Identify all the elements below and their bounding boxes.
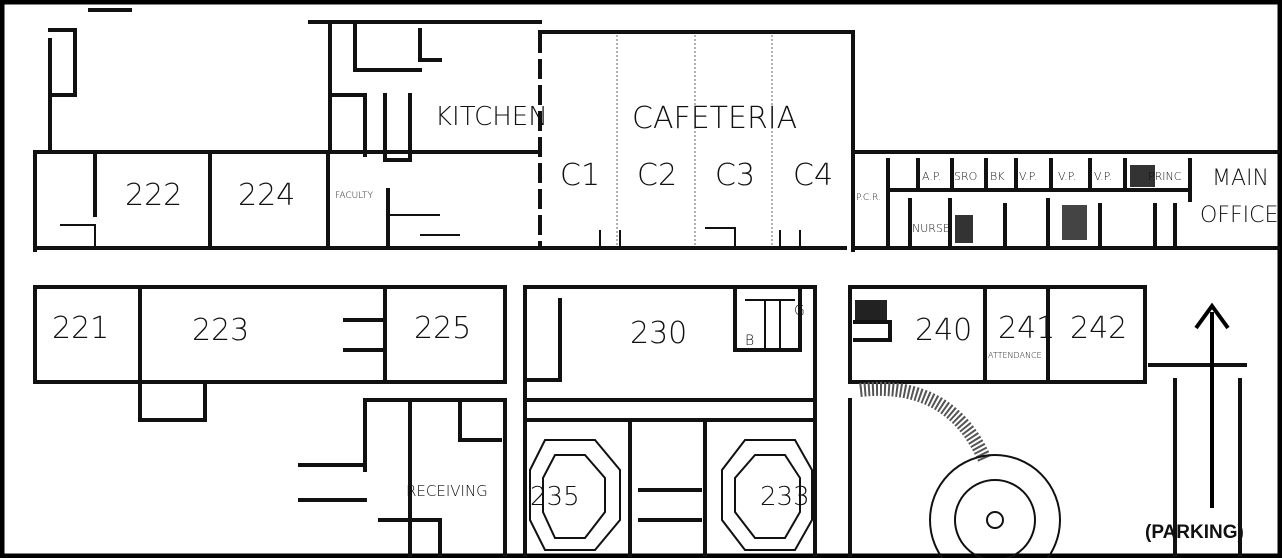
room-sro: SRO [954,170,977,183]
room-receiving: RECEIVING [406,482,488,500]
room-c4: C4 [793,158,833,193]
room-221: 221 [52,311,109,346]
room-230: 230 [630,316,687,351]
room-faculty: FACULTY [335,191,373,201]
room-222: 222 [125,178,182,213]
room-kitchen: KITCHEN [435,102,548,132]
room-main-office-line2: OFFICE [1200,203,1278,228]
room-235: 235 [530,482,580,512]
room-vp-2: V.P. [1058,170,1076,183]
room-c2: C2 [637,158,677,193]
arrow-up-icon [1194,302,1230,508]
room-c3: C3 [715,158,755,193]
room-242: 242 [1070,311,1127,346]
room-pcr: P.C.R. [856,193,881,203]
room-bk: BK [990,170,1005,183]
stair-b: B [745,333,754,349]
room-224: 224 [238,178,295,213]
room-vp-3: V.P. [1094,170,1112,183]
room-241: 241 [998,311,1055,346]
room-princ: PRINC [1148,170,1182,183]
room-cafeteria: CAFETERIA [632,101,797,136]
room-240: 240 [915,313,972,348]
room-c1: C1 [560,158,600,193]
room-nurse: NURSE [912,222,950,235]
room-233: 233 [760,482,810,512]
parking-label: (PARKING) [1145,522,1244,543]
room-223: 223 [192,313,249,348]
stair-g: G [794,303,805,319]
room-attendance: ATTENDANCE [988,351,1042,360]
room-ap: A.P. [922,170,941,183]
room-vp-1: V.P. [1019,170,1037,183]
room-main-office-line1: MAIN [1212,166,1269,191]
room-225: 225 [414,311,471,346]
walls [33,8,1280,558]
